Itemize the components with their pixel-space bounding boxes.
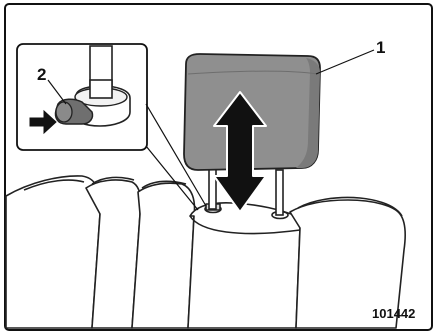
callout-2-label: 2 <box>37 65 46 84</box>
figure-id: 101442 <box>372 306 415 321</box>
callout-1-label: 1 <box>376 38 385 57</box>
